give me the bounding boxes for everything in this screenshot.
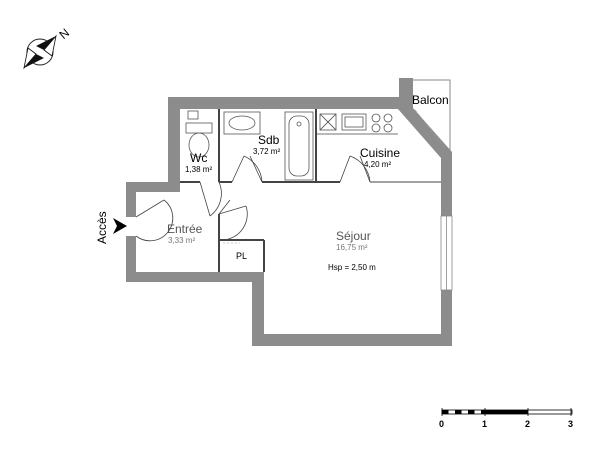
- entrance-label: Accès: [95, 211, 109, 244]
- room-area-entree: 3,33 m²: [168, 236, 195, 245]
- room-name-balcon: Balcon: [412, 93, 449, 107]
- room-name-sdb: Sdb: [258, 133, 280, 147]
- compass-north-icon: [23, 34, 57, 70]
- walls: [126, 78, 453, 346]
- scale-tick-0: 0: [439, 419, 444, 429]
- scale-tick-1: 1: [482, 419, 487, 429]
- room-name-wc: Wc: [190, 151, 207, 165]
- cooktop-icon: [371, 113, 381, 123]
- fixtures: [185, 110, 398, 244]
- compass-label: N: [56, 26, 72, 42]
- scale-tick-2: 2: [525, 419, 530, 429]
- doors: [135, 155, 371, 242]
- room-name-entree: Entrée: [167, 222, 203, 236]
- room-name-placard: PL: [236, 251, 247, 261]
- room-area-cuisine: 4,20 m²: [364, 160, 391, 169]
- room-area-sdb: 3,72 m²: [253, 147, 280, 156]
- room-name-cuisine: Cuisine: [360, 146, 400, 160]
- room-height-sejour: Hsp = 2,50 m: [328, 263, 376, 272]
- room-name-sejour: Séjour: [336, 229, 371, 243]
- toilet-tank-icon: [185, 122, 213, 134]
- scale-bar: [441, 408, 573, 416]
- partitions: [180, 109, 441, 272]
- scale-tick-3: 3: [568, 419, 573, 429]
- toilet-bowl-icon: [188, 132, 210, 158]
- entrance-arrow-icon: [113, 218, 127, 234]
- room-area-sejour: 16,75 m²: [336, 243, 368, 252]
- room-area-wc: 1,38 m²: [185, 165, 212, 174]
